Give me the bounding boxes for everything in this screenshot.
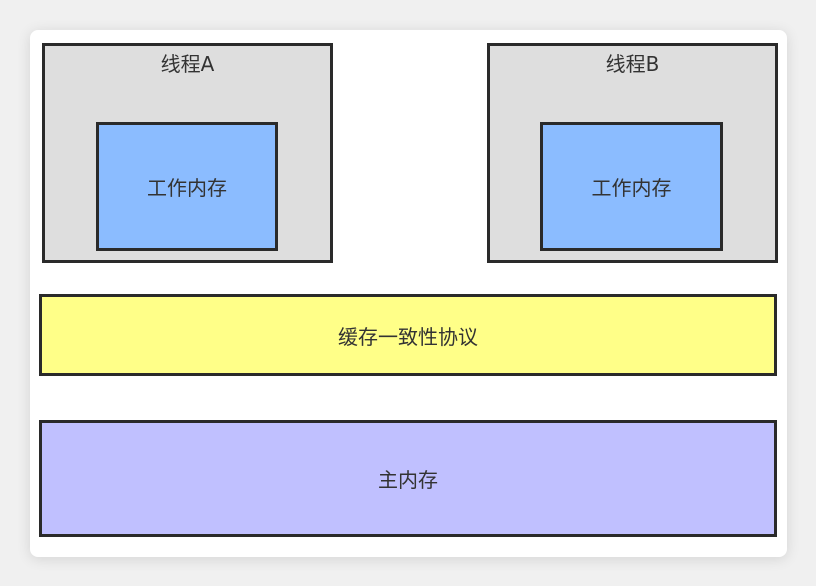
- working-memory-label: 工作内存: [591, 176, 672, 200]
- thread-a-working-memory: 工作内存: [96, 122, 278, 251]
- working-memory-label: 工作内存: [147, 176, 227, 200]
- main-memory-label: 主内存: [378, 468, 438, 492]
- main-memory-box: 主内存: [39, 420, 777, 537]
- cache-coherence-protocol-box: 缓存一致性协议: [39, 294, 777, 376]
- thread-b-working-memory: 工作内存: [540, 122, 723, 251]
- thread-b-label: 线程B: [605, 52, 660, 76]
- cache-coherence-label: 缓存一致性协议: [338, 324, 478, 349]
- thread-a-label: 线程A: [160, 52, 215, 76]
